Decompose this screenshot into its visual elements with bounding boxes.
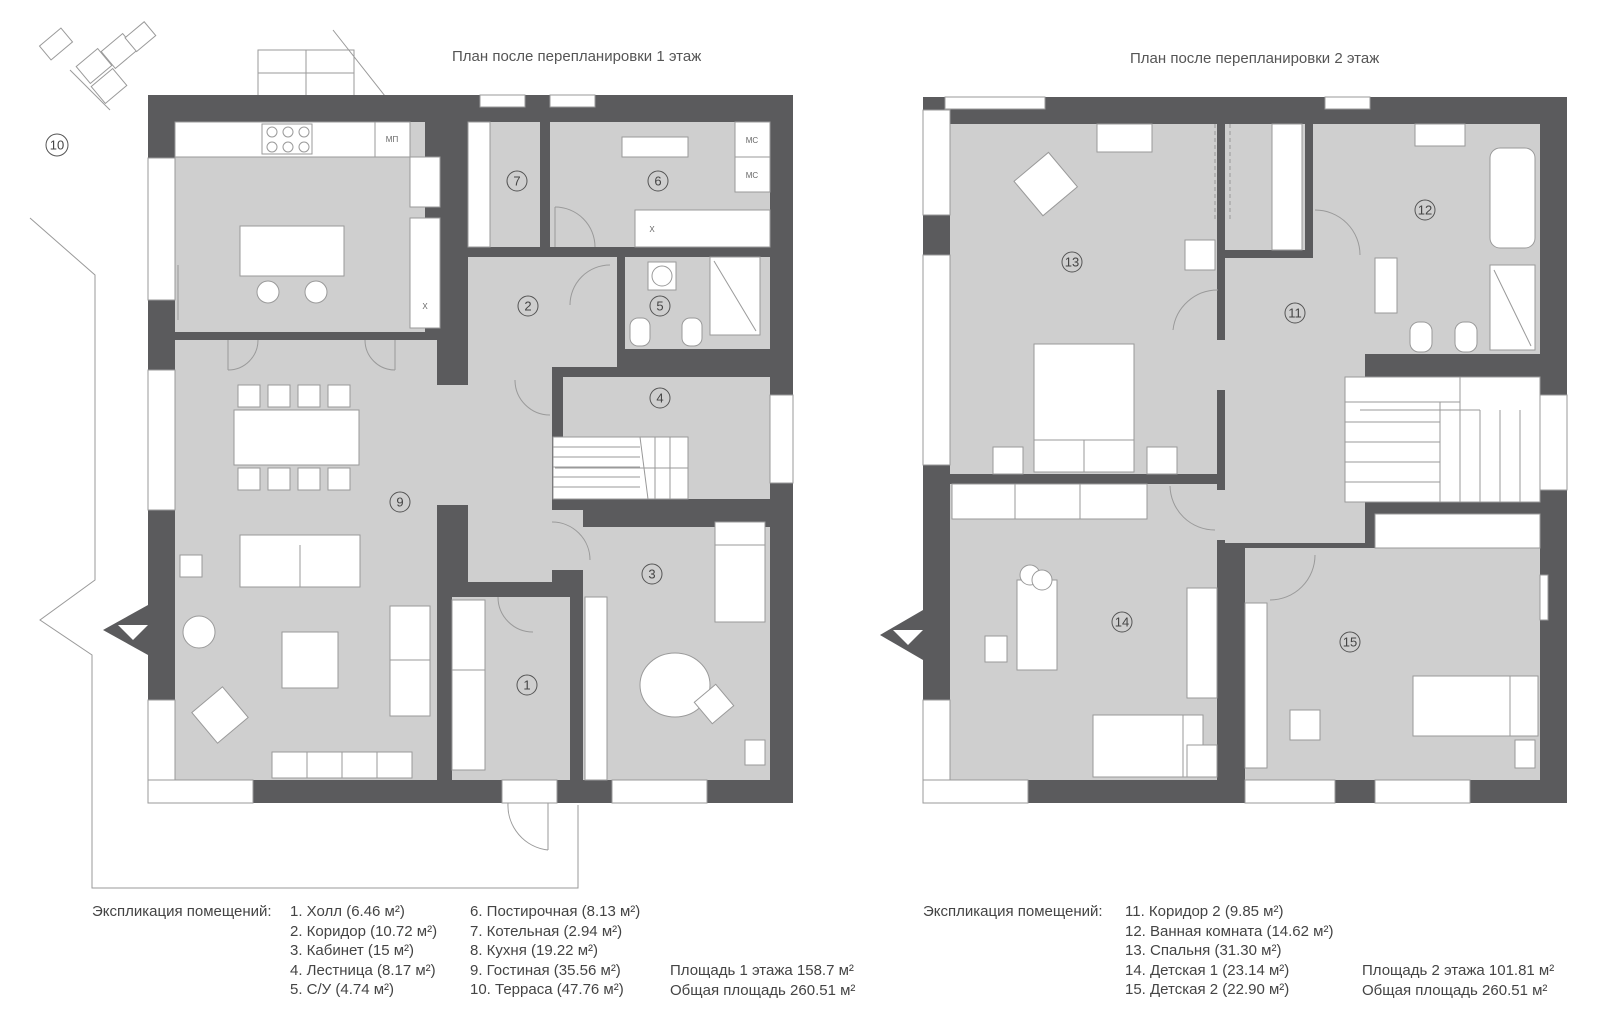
floor1-room-labels: 10 7 6 2 5 4 9 3 1	[45, 133, 671, 696]
room-label-10: 10	[50, 138, 64, 153]
floor2-legend-label: Экспликация помещений:	[923, 903, 1103, 920]
legend-item-3: 3. Кабинет (15 м²)	[290, 942, 415, 959]
floor1-legend-col1: 1. Холл (6.46 м²) 2. Коридор (10.72 м²) …	[290, 902, 437, 1000]
floor1-title: План после перепланировки 1 этаж	[452, 48, 702, 65]
room-label-6: 6	[654, 174, 661, 189]
room-label-1: 1	[523, 678, 530, 693]
legend-item-9: 9. Гостиная (35.56 м²)	[470, 961, 621, 979]
legend-item-14: 14. Детская 1 (23.14 м²)	[1125, 961, 1290, 979]
floor1-legend-col2: 6. Постирочная (8.13 м²) 7. Котельная (2…	[470, 902, 640, 1000]
label-x-laundry: X	[649, 225, 655, 234]
room-label-13: 13	[1065, 255, 1079, 270]
room-label-7: 7	[513, 174, 520, 189]
room-label-5: 5	[656, 299, 663, 314]
kitchen-island	[239, 225, 345, 277]
legend-item-12: 12. Ванная комната (14.62 м²)	[1125, 922, 1334, 940]
room-corridor	[468, 257, 552, 582]
label-ms2: МС	[746, 171, 759, 180]
floor2-room-labels: 13 12 11 14 15	[1061, 199, 1436, 653]
room-label-11: 11	[1288, 306, 1302, 321]
room-label-12: 12	[1418, 203, 1432, 218]
room-kids2	[1245, 548, 1540, 780]
floor2-legend-col: 11. Коридор 2 (9.85 м²) 12. Ванная комна…	[1125, 902, 1333, 1000]
legend-item-10: 10. Терраса (47.76 м²)	[470, 981, 624, 998]
stairs-floor1	[552, 436, 689, 500]
floor1-area: Площадь 1 этажа 158.7 м² Общая площадь 2…	[670, 961, 855, 1000]
legend-item-13: 13. Спальня (31.30 м²)	[1125, 942, 1282, 959]
room-label-4: 4	[656, 391, 663, 406]
floor1-area-floor: Площадь 1 этажа 158.7 м²	[670, 962, 854, 979]
legend-item-1: 1. Холл (6.46 м²)	[290, 903, 405, 920]
floor1-area-total: Общая площадь 260.51 м²	[670, 981, 856, 999]
floor2-area-floor: Площадь 2 этажа 101.81 м²	[1362, 962, 1555, 979]
room-label-2: 2	[524, 299, 531, 314]
floor2-area: Площадь 2 этажа 101.81 м² Общая площадь …	[1362, 961, 1554, 1000]
floor2-plan: 13 12 11 14 15	[880, 96, 1568, 804]
room-label-14: 14	[1115, 615, 1129, 630]
room-label-9: 9	[396, 495, 403, 510]
room-label-15: 15	[1343, 635, 1357, 650]
room-label-3: 3	[648, 567, 655, 582]
label-x-kitchen: X	[422, 302, 428, 311]
label-mp: МП	[386, 135, 399, 144]
terrace-furniture	[38, 21, 157, 111]
legend-item-7: 7. Котельная (2.94 м²)	[470, 922, 623, 940]
legend-item-4: 4. Лестница (8.17 м²)	[290, 961, 436, 979]
legend-item-6: 6. Постирочная (8.13 м²)	[470, 903, 641, 920]
floor1-plan: МП X МС МС X	[29, 21, 794, 889]
legend-item-8: 8. Кухня (19.22 м²)	[470, 942, 598, 959]
terrace-outline	[29, 217, 579, 889]
label-ms1: МС	[746, 136, 759, 145]
floor2-area-total: Общая площадь 260.51 м²	[1362, 981, 1548, 999]
room-corridor2	[1225, 258, 1365, 543]
floor2-title: План после перепланировки 2 этаж	[1130, 50, 1380, 67]
dining-table	[233, 409, 360, 466]
legend-item-11: 11. Коридор 2 (9.85 м²)	[1125, 903, 1284, 920]
legend-item-5: 5. С/У (4.74 м²)	[290, 981, 395, 998]
stairs-floor2	[1344, 376, 1541, 503]
floor1-legend-label: Экспликация помещений:	[92, 903, 272, 920]
legend-item-15: 15. Детская 2 (22.90 м²)	[1125, 981, 1290, 998]
legend-item-2: 2. Коридор (10.72 м²)	[290, 922, 438, 940]
